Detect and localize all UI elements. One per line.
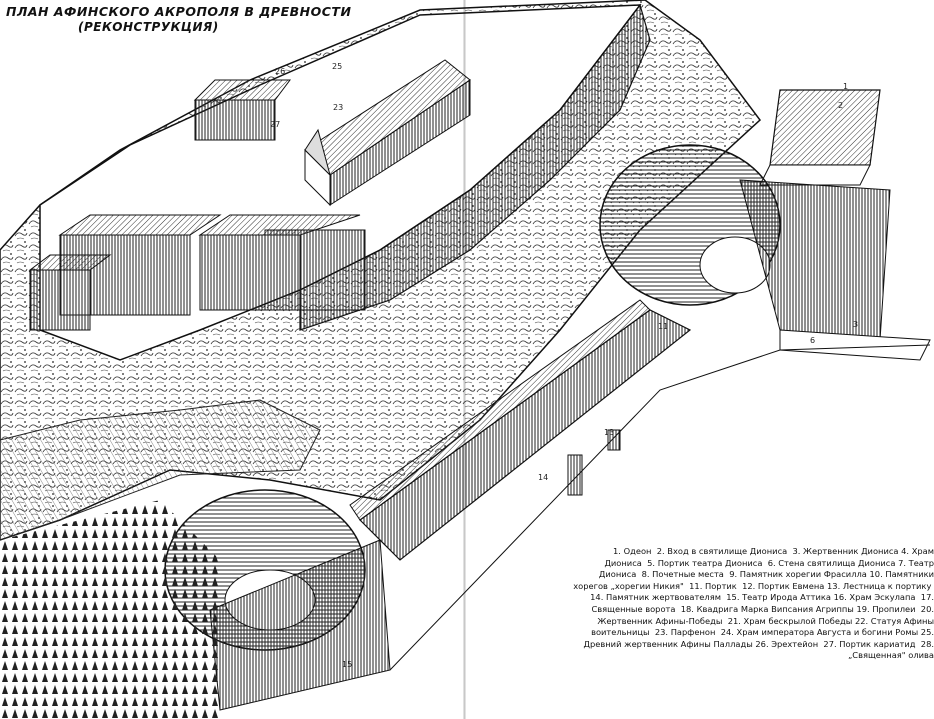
map-label: 11 (658, 322, 669, 331)
legend-entry: 7. Театр Диониса (598, 557, 934, 580)
legend-entry: 13. Лестница к портику (827, 580, 932, 591)
sanctuary-walls (198, 214, 366, 311)
propylaea-complex (28, 214, 222, 331)
legend-entry: 18. Квадрига Марка Випсания Агриппы (680, 603, 854, 614)
page-fold (463, 0, 466, 719)
title-block: ПЛАН АФИНСКОГО АКРОПОЛЯ В ДРЕВНОСТИ (РЕК… (6, 4, 351, 34)
choragic-monument (567, 429, 621, 496)
map-label: 13 (604, 428, 615, 437)
legend-entry: 15. Театр Ирода Аттика (726, 592, 831, 603)
legend-entry: 3. Жертвенник Диониса (792, 546, 899, 556)
map-label: 15 (342, 660, 353, 669)
odeon (759, 89, 881, 186)
legend-entry: 11. Портик (689, 580, 737, 591)
legend-entry: 6. Стена святилища Диониса (767, 557, 896, 568)
legend-entry: 12. Портик Евмена (742, 580, 825, 591)
legend-entry: 10. Памятники хорегов „хорегии Никия" (573, 569, 934, 591)
map-label: 23 (333, 103, 344, 112)
map-label: 2 (838, 101, 844, 110)
legend-entry: 20. Жертвенник Афины-Победы (597, 603, 934, 626)
legend-entry: 25. Древний жертвенник Афины Паллады (583, 627, 934, 649)
legend-entry: 2. Вход в святилище Диониса (656, 546, 788, 556)
legend-entry: 27. Портик кариатид (823, 638, 916, 649)
page-title: ПЛАН АФИНСКОГО АКРОПОЛЯ В ДРЕВНОСТИ (6, 4, 352, 19)
legend-entry: 1. Одеон (613, 546, 652, 556)
parthenon (304, 59, 471, 207)
map-label: 3 (853, 320, 859, 329)
legend-entry: 16. Храм Эскулапа (833, 592, 916, 603)
legend: 1. Одеон 2. Вход в святилище Диониса 3. … (568, 544, 934, 664)
map-label: 14 (538, 473, 549, 482)
stoa-of-eumenes (349, 299, 692, 561)
theatre-of-dionysus (599, 144, 931, 361)
legend-entry: 26. Эрехтейон (755, 638, 819, 649)
legend-entry: 4. Храм Диониса (604, 546, 934, 568)
map-label: 1 (843, 82, 849, 91)
map-label: 27 (270, 120, 281, 129)
legend-entry: 24. Храм императора Августа и богини Ром… (720, 627, 919, 638)
ground-line (389, 344, 931, 671)
legend-entry: 28. „Священная" олива (847, 638, 934, 661)
legend-entry: 5. Портик театра Диониса (647, 557, 763, 568)
legend-entry: 8. Почетные места (641, 569, 724, 580)
tree-grove (0, 500, 220, 719)
legend-entry: 21. Храм бескрылой Победы (727, 615, 853, 626)
map-label: 26 (275, 67, 286, 76)
legend-entry: 22. Статуя Афины воительницы (591, 615, 934, 638)
legend-entry: 17. Священные ворота (591, 592, 934, 614)
page-subtitle: (РЕКОНСТРУКЦИЯ) (78, 20, 219, 34)
legend-entry: 9. Памятник хорегии Фрасилла (729, 569, 867, 580)
legend-entry: 23. Парфенон (654, 627, 716, 638)
legend-entry: 14. Памятник жертвователям (590, 592, 721, 603)
map-label: 25 (332, 62, 343, 71)
erechtheion (193, 79, 291, 141)
map-label: 6 (810, 336, 816, 345)
legend-entry: 19. Пропилеи (856, 603, 916, 614)
